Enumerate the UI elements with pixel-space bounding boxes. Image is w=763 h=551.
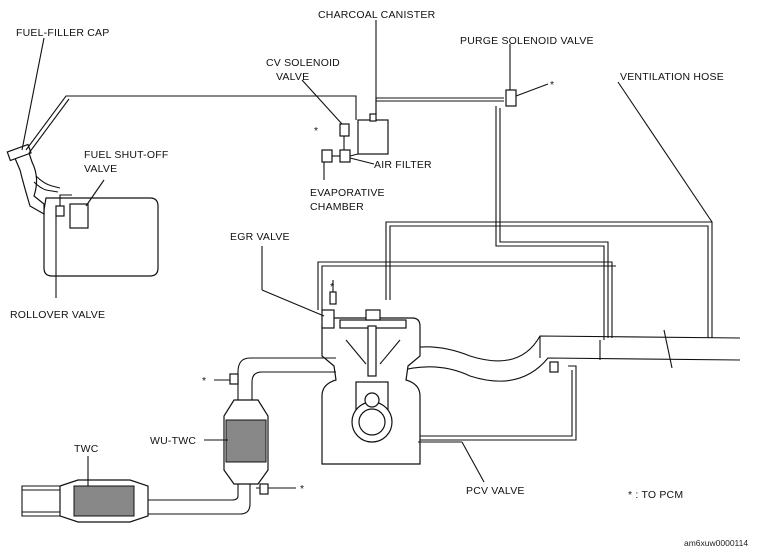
wu-twc: [223, 399, 269, 485]
cv-solenoid-valve: [339, 123, 350, 137]
charcoal-canister: [357, 113, 389, 155]
label-purge-solenoid-valve: PURGE SOLENOID VALVE: [460, 35, 594, 47]
label-rollover-valve: ROLLOVER VALVE: [10, 309, 105, 321]
exhaust-pipe: [21, 483, 296, 517]
label-pcv-valve: PCV VALVE: [466, 485, 525, 497]
egr-valve: [321, 280, 337, 329]
label-evaporative-chamber-line1: EVAPORATIVE: [310, 187, 385, 199]
asterisk-marker-front-o2: *: [202, 375, 206, 387]
purge-solenoid-valve: [505, 83, 549, 107]
label-evaporative-chamber-line2: CHAMBER: [310, 201, 364, 213]
label-fuel-filler-cap: FUEL-FILLER CAP: [16, 27, 109, 39]
evaporative-chamber: [321, 149, 333, 163]
twc: [59, 479, 149, 523]
air-filter: [339, 149, 351, 163]
label-twc: TWC: [74, 443, 99, 455]
exhaust-system: [214, 357, 336, 400]
fuel-shutoff-valve: [69, 203, 89, 229]
label-air-filter: AIR FILTER: [374, 159, 432, 171]
figure-code: am6xuw0000114: [684, 538, 748, 548]
label-fuel-shutoff-valve-line2: VALVE: [84, 163, 117, 175]
asterisk-marker-purge: *: [550, 79, 554, 91]
fuel-filler-cap: [6, 143, 32, 162]
intake-manifold: [395, 329, 741, 441]
label-cv-solenoid-valve-line1: CV SOLENOID: [266, 57, 340, 69]
label-wu-twc: WU-TWC: [150, 435, 196, 447]
asterisk-marker-egr: *: [330, 281, 334, 293]
rollover-valve: [55, 205, 65, 217]
asterisk-marker-cv-solenoid: *: [314, 125, 318, 137]
legend-to-pcm: * : TO PCM: [628, 489, 683, 501]
label-egr-valve: EGR VALVE: [230, 231, 290, 243]
label-fuel-shutoff-valve-line1: FUEL SHUT-OFF: [84, 149, 168, 161]
label-charcoal-canister: CHARCOAL CANISTER: [318, 9, 436, 21]
asterisk-marker-rear-o2: *: [300, 483, 304, 495]
label-cv-solenoid-valve-line2: VALVE: [276, 71, 309, 83]
leader-lines: [21, 20, 713, 486]
engine-block: [321, 309, 421, 465]
label-ventilation-hose: VENTILATION HOSE: [620, 71, 724, 83]
